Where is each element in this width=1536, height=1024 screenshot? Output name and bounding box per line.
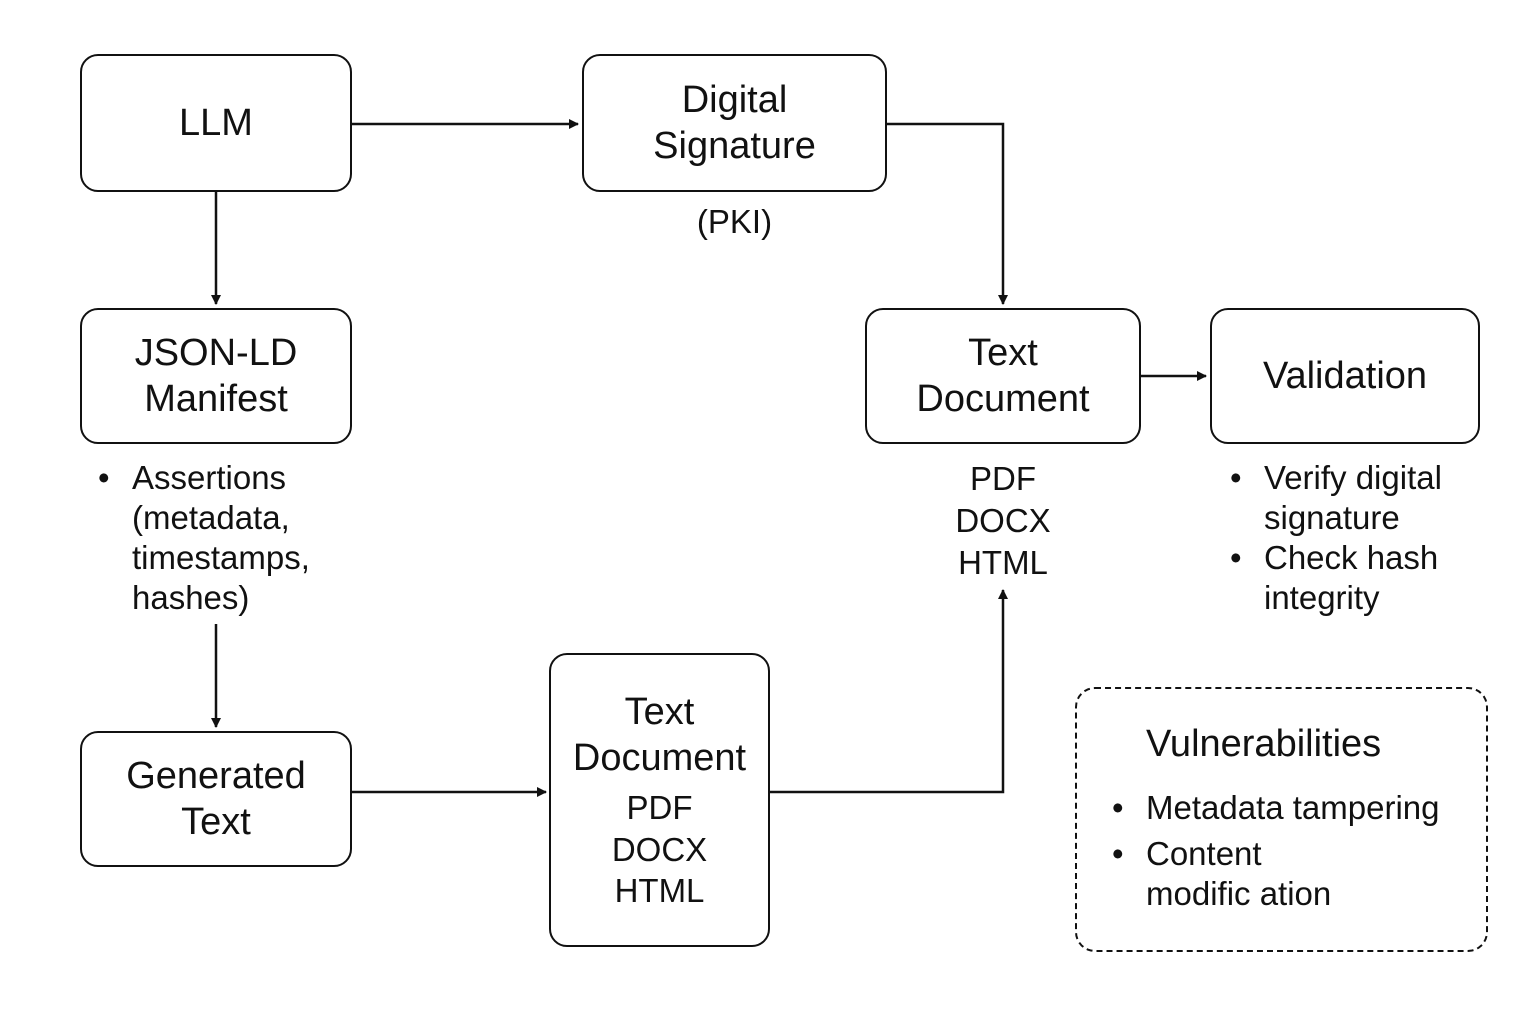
manifest-note-line3: timestamps, <box>132 539 310 576</box>
generated-text-node: Generated Text <box>80 731 352 867</box>
vulnerabilities-title: Vulnerabilities <box>1146 723 1382 765</box>
text-document-top-label-line1: Text <box>968 331 1038 374</box>
validation-check-2-line1: Check hash <box>1264 539 1439 576</box>
validation-checks: Verify digital signature Check hash inte… <box>1230 458 1530 618</box>
validation-node: Validation <box>1210 308 1480 444</box>
text-document-bottom-node: Text Document PDF DOCX HTML <box>549 653 770 947</box>
text-document-top-format-html: HTML <box>958 544 1048 581</box>
text-document-bottom-format-html: HTML <box>614 871 705 909</box>
text-document-top-node: Text Document <box>865 308 1141 444</box>
generated-text-label-line2: Text <box>181 801 251 843</box>
text-document-bottom-label-line2: Document <box>572 737 747 780</box>
text-document-bottom-label-line1: Text <box>624 690 695 733</box>
vulnerability-1-line1: Metadata tampering <box>1146 789 1440 826</box>
text-document-bottom-format-docx: DOCX <box>611 830 708 868</box>
manifest-label-line2: Manifest <box>144 378 288 420</box>
vulnerability-2-line1: Content <box>1146 835 1262 872</box>
manifest-note-line1: Assertions <box>132 459 287 496</box>
text-document-top-format-docx: DOCX <box>955 502 1051 539</box>
vulnerability-item: Content modific ation <box>1112 834 1482 914</box>
validation-check-item: Verify digital signature <box>1230 458 1530 538</box>
vulnerability-item: Metadata tampering <box>1112 788 1482 828</box>
arrow-bottom-document-to-top-formats <box>770 589 1008 794</box>
vulnerabilities-box <box>1075 687 1488 952</box>
manifest-note-line4: hashes) <box>132 579 250 616</box>
text-document-top-label-line2: Document <box>916 378 1090 420</box>
validation-check-1-line2: signature <box>1264 499 1400 536</box>
digital-signature-label-line2: Signature <box>653 125 816 167</box>
text-document-bottom-format-pdf: PDF <box>626 789 693 827</box>
text-document-top-formats: PDF DOCX HTML <box>865 458 1141 584</box>
text-document-top-format-pdf: PDF <box>970 460 1036 497</box>
digital-signature-caption: (PKI) <box>696 203 773 240</box>
arrow-signature-to-document <box>887 122 1008 305</box>
json-ld-manifest-node: JSON-LD Manifest <box>80 308 352 444</box>
manifest-note-item: Assertions (metadata, timestamps, hashes… <box>98 458 398 618</box>
vulnerability-2-line2: modific ation <box>1146 875 1332 912</box>
manifest-notes: Assertions (metadata, timestamps, hashes… <box>98 458 398 618</box>
manifest-note-line2: (metadata, <box>132 499 290 536</box>
llm-node: LLM <box>80 54 352 192</box>
validation-check-2-line2: integrity <box>1264 579 1380 616</box>
digital-signature-label-line1: Digital <box>681 78 788 121</box>
generated-text-label-line1: Generated <box>126 754 306 797</box>
vulnerabilities-list: Metadata tampering Content modific ation <box>1112 788 1482 914</box>
manifest-label-line1: JSON-LD <box>134 331 298 374</box>
llm-label: LLM <box>179 101 253 144</box>
validation-label: Validation <box>1262 354 1428 397</box>
digital-signature-node: Digital Signature <box>582 54 887 192</box>
validation-check-1-line1: Verify digital <box>1264 459 1442 496</box>
validation-check-item: Check hash integrity <box>1230 538 1530 618</box>
